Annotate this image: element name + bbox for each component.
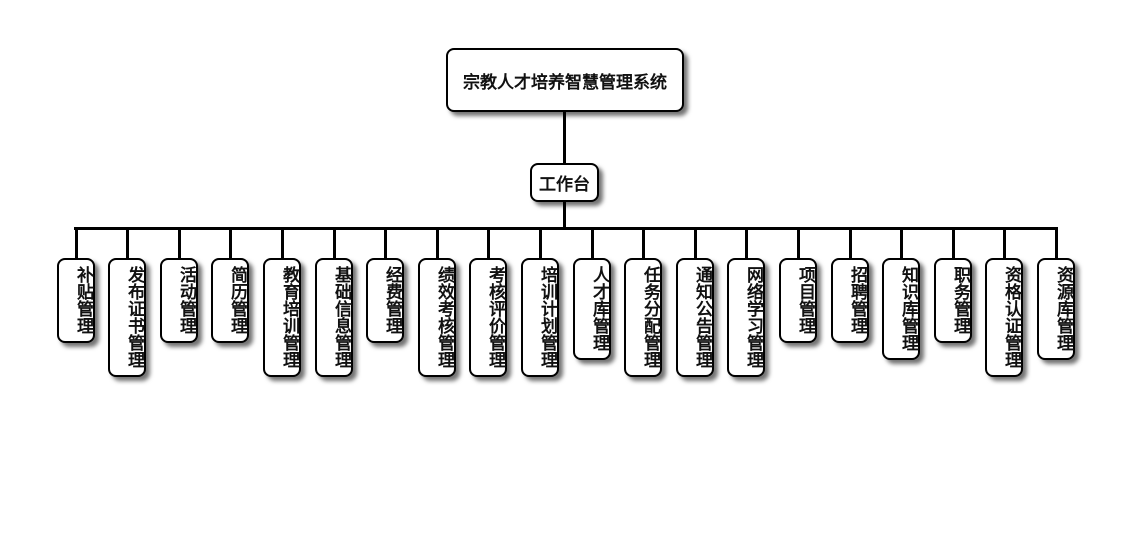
module-node: 活动管理 (160, 258, 198, 343)
module-node: 经费管理 (366, 258, 404, 343)
hub-to-bus-connector (563, 202, 566, 229)
module-connector (591, 227, 594, 258)
module-node: 补贴管理 (57, 258, 95, 343)
module-connector (1003, 227, 1006, 258)
root-to-hub-connector (563, 112, 566, 163)
module-node: 基础信息管理 (315, 258, 353, 377)
module-node-label: 任务分配管理 (640, 266, 660, 368)
module-connector (952, 227, 955, 258)
module-node: 知识库管理 (882, 258, 920, 360)
module-node-label: 资格认证管理 (1001, 266, 1021, 368)
module-node: 招聘管理 (831, 258, 869, 343)
module-connector (745, 227, 748, 258)
module-bus-line (74, 227, 1057, 230)
module-node: 发布证书管理 (108, 258, 146, 377)
module-connector (694, 227, 697, 258)
module-connector (1055, 227, 1058, 258)
module-connector (539, 227, 542, 258)
module-node: 资格认证管理 (985, 258, 1023, 377)
module-node: 项目管理 (779, 258, 817, 343)
module-node: 网络学习管理 (727, 258, 765, 377)
module-connector (436, 227, 439, 258)
module-node-label: 活动管理 (176, 266, 196, 334)
root-node: 宗教人才培养智慧管理系统 (446, 48, 684, 112)
module-node: 任务分配管理 (624, 258, 662, 377)
module-connector (229, 227, 232, 258)
module-connector (178, 227, 181, 258)
module-node: 资源库管理 (1037, 258, 1075, 360)
module-node-label: 考核评价管理 (485, 266, 505, 368)
module-node-label: 简历管理 (227, 266, 247, 334)
module-connector (797, 227, 800, 258)
hub-node-label: 工作台 (539, 175, 590, 195)
module-node-label: 教育培训管理 (279, 266, 299, 368)
hub-node: 工作台 (530, 163, 599, 202)
module-node-label: 人才库管理 (589, 266, 609, 351)
module-node-label: 职务管理 (950, 266, 970, 334)
module-connector (281, 227, 284, 258)
module-node-label: 项目管理 (795, 266, 815, 334)
module-node: 培训计划管理 (521, 258, 559, 377)
module-node-label: 绩效考核管理 (434, 266, 454, 368)
module-node-label: 网络学习管理 (743, 266, 763, 368)
module-node: 考核评价管理 (469, 258, 507, 377)
module-node-label: 培训计划管理 (537, 266, 557, 368)
module-node-label: 通知公告管理 (692, 266, 712, 368)
module-node: 绩效考核管理 (418, 258, 456, 377)
module-node-label: 发布证书管理 (124, 266, 144, 368)
module-connector (900, 227, 903, 258)
module-node-label: 资源库管理 (1053, 266, 1073, 351)
module-node-label: 经费管理 (382, 266, 402, 334)
module-node: 简历管理 (211, 258, 249, 343)
module-connector (849, 227, 852, 258)
module-connector (642, 227, 645, 258)
module-connector (333, 227, 336, 258)
module-node-label: 基础信息管理 (331, 266, 351, 368)
module-node: 人才库管理 (573, 258, 611, 360)
module-node: 教育培训管理 (263, 258, 301, 377)
module-connector (75, 227, 78, 258)
module-node-label: 补贴管理 (73, 266, 93, 334)
root-node-label: 宗教人才培养智慧管理系统 (463, 72, 667, 93)
module-connector (384, 227, 387, 258)
module-node: 通知公告管理 (676, 258, 714, 377)
module-connector (487, 227, 490, 258)
module-node-label: 知识库管理 (898, 266, 918, 351)
module-node-label: 招聘管理 (847, 266, 867, 334)
module-connector (126, 227, 129, 258)
module-node: 职务管理 (934, 258, 972, 343)
